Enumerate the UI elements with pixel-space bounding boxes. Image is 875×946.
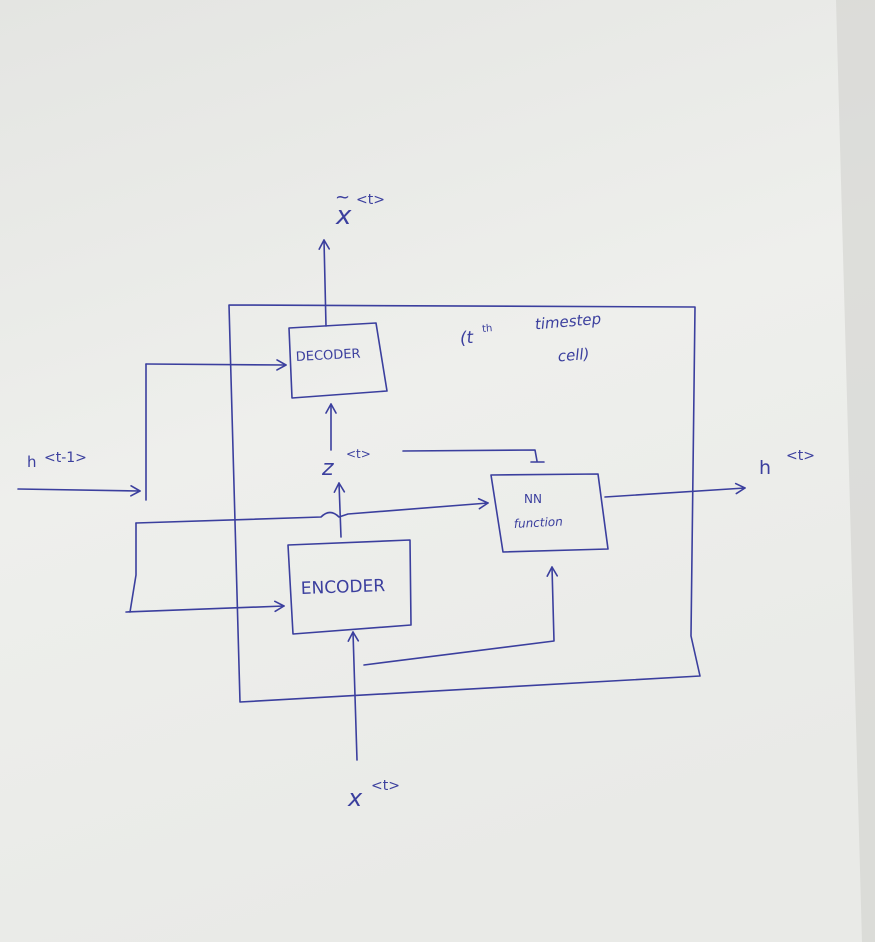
h-prev-base: h xyxy=(27,453,37,471)
x-to-nn-arrow xyxy=(363,566,559,666)
x-tilde-base: x xyxy=(335,201,352,231)
x-in-label: x <t> xyxy=(347,778,400,812)
decoder-label: DECODER xyxy=(295,347,360,365)
nn-function-block xyxy=(490,473,609,553)
encoder-to-z-arrow xyxy=(333,482,346,538)
h-out-label: h <t> xyxy=(759,448,815,479)
cell-caption-timestep: timestep xyxy=(534,310,602,334)
x-input-to-encoder-arrow xyxy=(347,631,360,761)
cell-boundary xyxy=(228,304,701,703)
nn-label-line2: function xyxy=(513,514,563,531)
x-in-base: x xyxy=(347,784,363,812)
nn-to-h-out-arrow xyxy=(604,482,746,498)
paper-edge-shadow xyxy=(836,0,875,942)
z-sup: <t> xyxy=(346,447,371,461)
cell-caption-cell: cell) xyxy=(557,345,590,366)
h-prev-to-decoder-arrow xyxy=(145,359,287,371)
z-base: z xyxy=(321,456,334,481)
h-prev-input-arrow xyxy=(17,485,141,497)
x-tilde-sup: <t> xyxy=(356,192,385,208)
cell-caption-sup: th xyxy=(482,323,493,335)
nn-label-line1: NN xyxy=(524,492,542,506)
decoder-output-arrow xyxy=(318,239,331,327)
h-prev-label: h <t-1> xyxy=(27,450,87,471)
x-in-sup: <t> xyxy=(371,778,400,794)
h-prev-bus xyxy=(129,363,147,613)
h-out-base: h xyxy=(759,457,771,479)
x-tilde-label: x ~ <t> xyxy=(335,187,385,231)
z-label: z <t> xyxy=(321,447,371,481)
h-out-sup: <t> xyxy=(786,448,815,464)
cell-caption-open: (t xyxy=(459,328,475,349)
encoder-block xyxy=(287,539,412,635)
x-tilde-accent: ~ xyxy=(335,187,350,208)
encoder-label: ENCODER xyxy=(300,576,385,599)
h-prev-sup: <t-1> xyxy=(44,450,87,466)
h-prev-to-nn-arrow xyxy=(135,497,489,524)
decoder-block xyxy=(288,322,388,399)
cell-caption: (t th timestep cell) xyxy=(459,310,602,366)
z-to-nn-connector xyxy=(402,449,545,463)
h-prev-to-encoder-arrow xyxy=(125,600,285,613)
